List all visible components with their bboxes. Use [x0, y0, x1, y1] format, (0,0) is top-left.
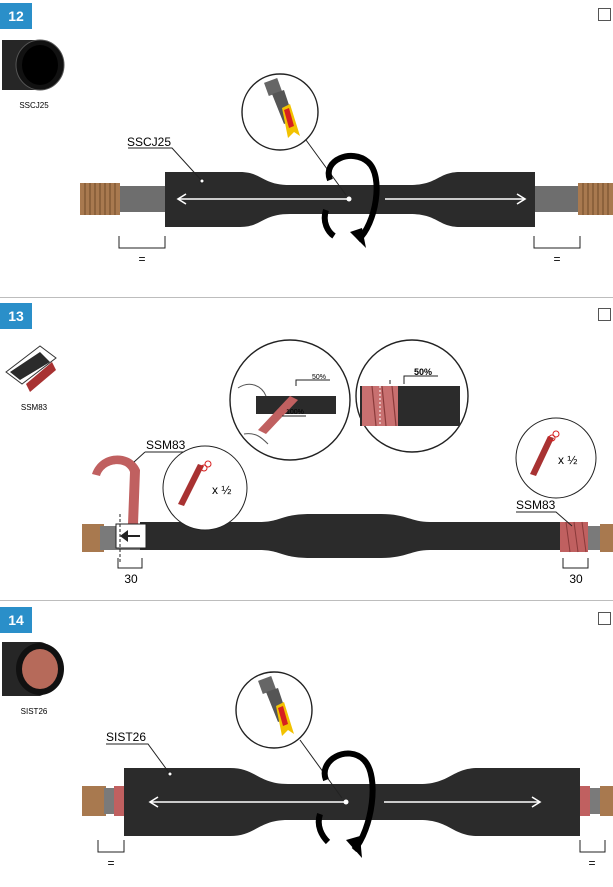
equal-mark-right: =	[553, 252, 560, 266]
overlap-100-label: 100%	[286, 409, 304, 416]
tape-overlap-zoom	[355, 339, 469, 453]
copper-conductor-left	[82, 524, 104, 552]
overlap-50-label: 50%	[312, 374, 326, 381]
cut-half-right: x ½	[558, 453, 577, 467]
shrink-direction-arrows	[176, 193, 527, 205]
copper-conductor-left	[82, 786, 106, 816]
sleeve-product-icon	[2, 642, 64, 696]
step-12-illustration: SSCJ25 SSCJ25	[2, 39, 613, 266]
overlap-50-label-b: 50%	[414, 367, 432, 377]
tape-callout-left: SSM83	[146, 438, 186, 452]
icon-label: SSM83	[21, 403, 48, 412]
scissors-icon-right	[515, 417, 597, 499]
step-divider	[0, 600, 613, 601]
step-13-illustration: SSM83 SSM83 SSM83 x ½	[5, 339, 613, 586]
icon-label: SSCJ25	[19, 101, 49, 110]
sleeve-product-icon	[2, 39, 65, 91]
step-14: 14 SIST26 SIST26	[0, 604, 613, 887]
equal-mark-left: =	[138, 252, 145, 266]
dim-left-30: 30	[124, 572, 138, 586]
insulated-cable	[140, 514, 570, 558]
step-13: 13 SSM83 SSM83 SSM83	[0, 300, 613, 600]
step-number-badge: 14	[0, 607, 32, 633]
equal-mark-left: =	[107, 856, 114, 870]
tape-application-zoom	[229, 339, 351, 461]
step-checkbox[interactable]	[598, 612, 611, 625]
shrink-direction-arrows	[148, 796, 542, 808]
sleeve-callout-label: SIST26	[106, 730, 146, 744]
shrink-sleeve	[124, 768, 580, 836]
tape-roll-icon	[5, 345, 57, 392]
equal-mark-right: =	[588, 856, 595, 870]
cut-half-left: x ½	[212, 483, 231, 497]
tape-callout-right: SSM83	[516, 498, 556, 512]
step-number-badge: 12	[0, 3, 32, 29]
step-divider	[0, 297, 613, 298]
step-12: 12 SSCJ25	[0, 0, 613, 296]
icon-label: SIST26	[21, 707, 48, 716]
step-number-badge: 13	[0, 303, 32, 329]
sleeve-callout-label: SSCJ25	[127, 135, 171, 149]
heat-gun-icon	[241, 73, 347, 196]
cable-core-left	[120, 186, 170, 212]
cable-core-right	[530, 186, 580, 212]
heat-gun-icon	[235, 671, 343, 799]
copper-conductor-right	[578, 183, 613, 215]
step-checkbox[interactable]	[598, 8, 611, 21]
rotation-arrow-icon	[321, 153, 380, 248]
tape-wrap-right	[560, 522, 588, 552]
step-checkbox[interactable]	[598, 308, 611, 321]
rotation-arrow-icon	[315, 750, 376, 858]
scissors-icon	[162, 445, 248, 531]
tape-strip-left	[92, 455, 140, 524]
step-14-illustration: SIST26 SIST26	[2, 642, 613, 870]
dim-right-30: 30	[569, 572, 583, 586]
